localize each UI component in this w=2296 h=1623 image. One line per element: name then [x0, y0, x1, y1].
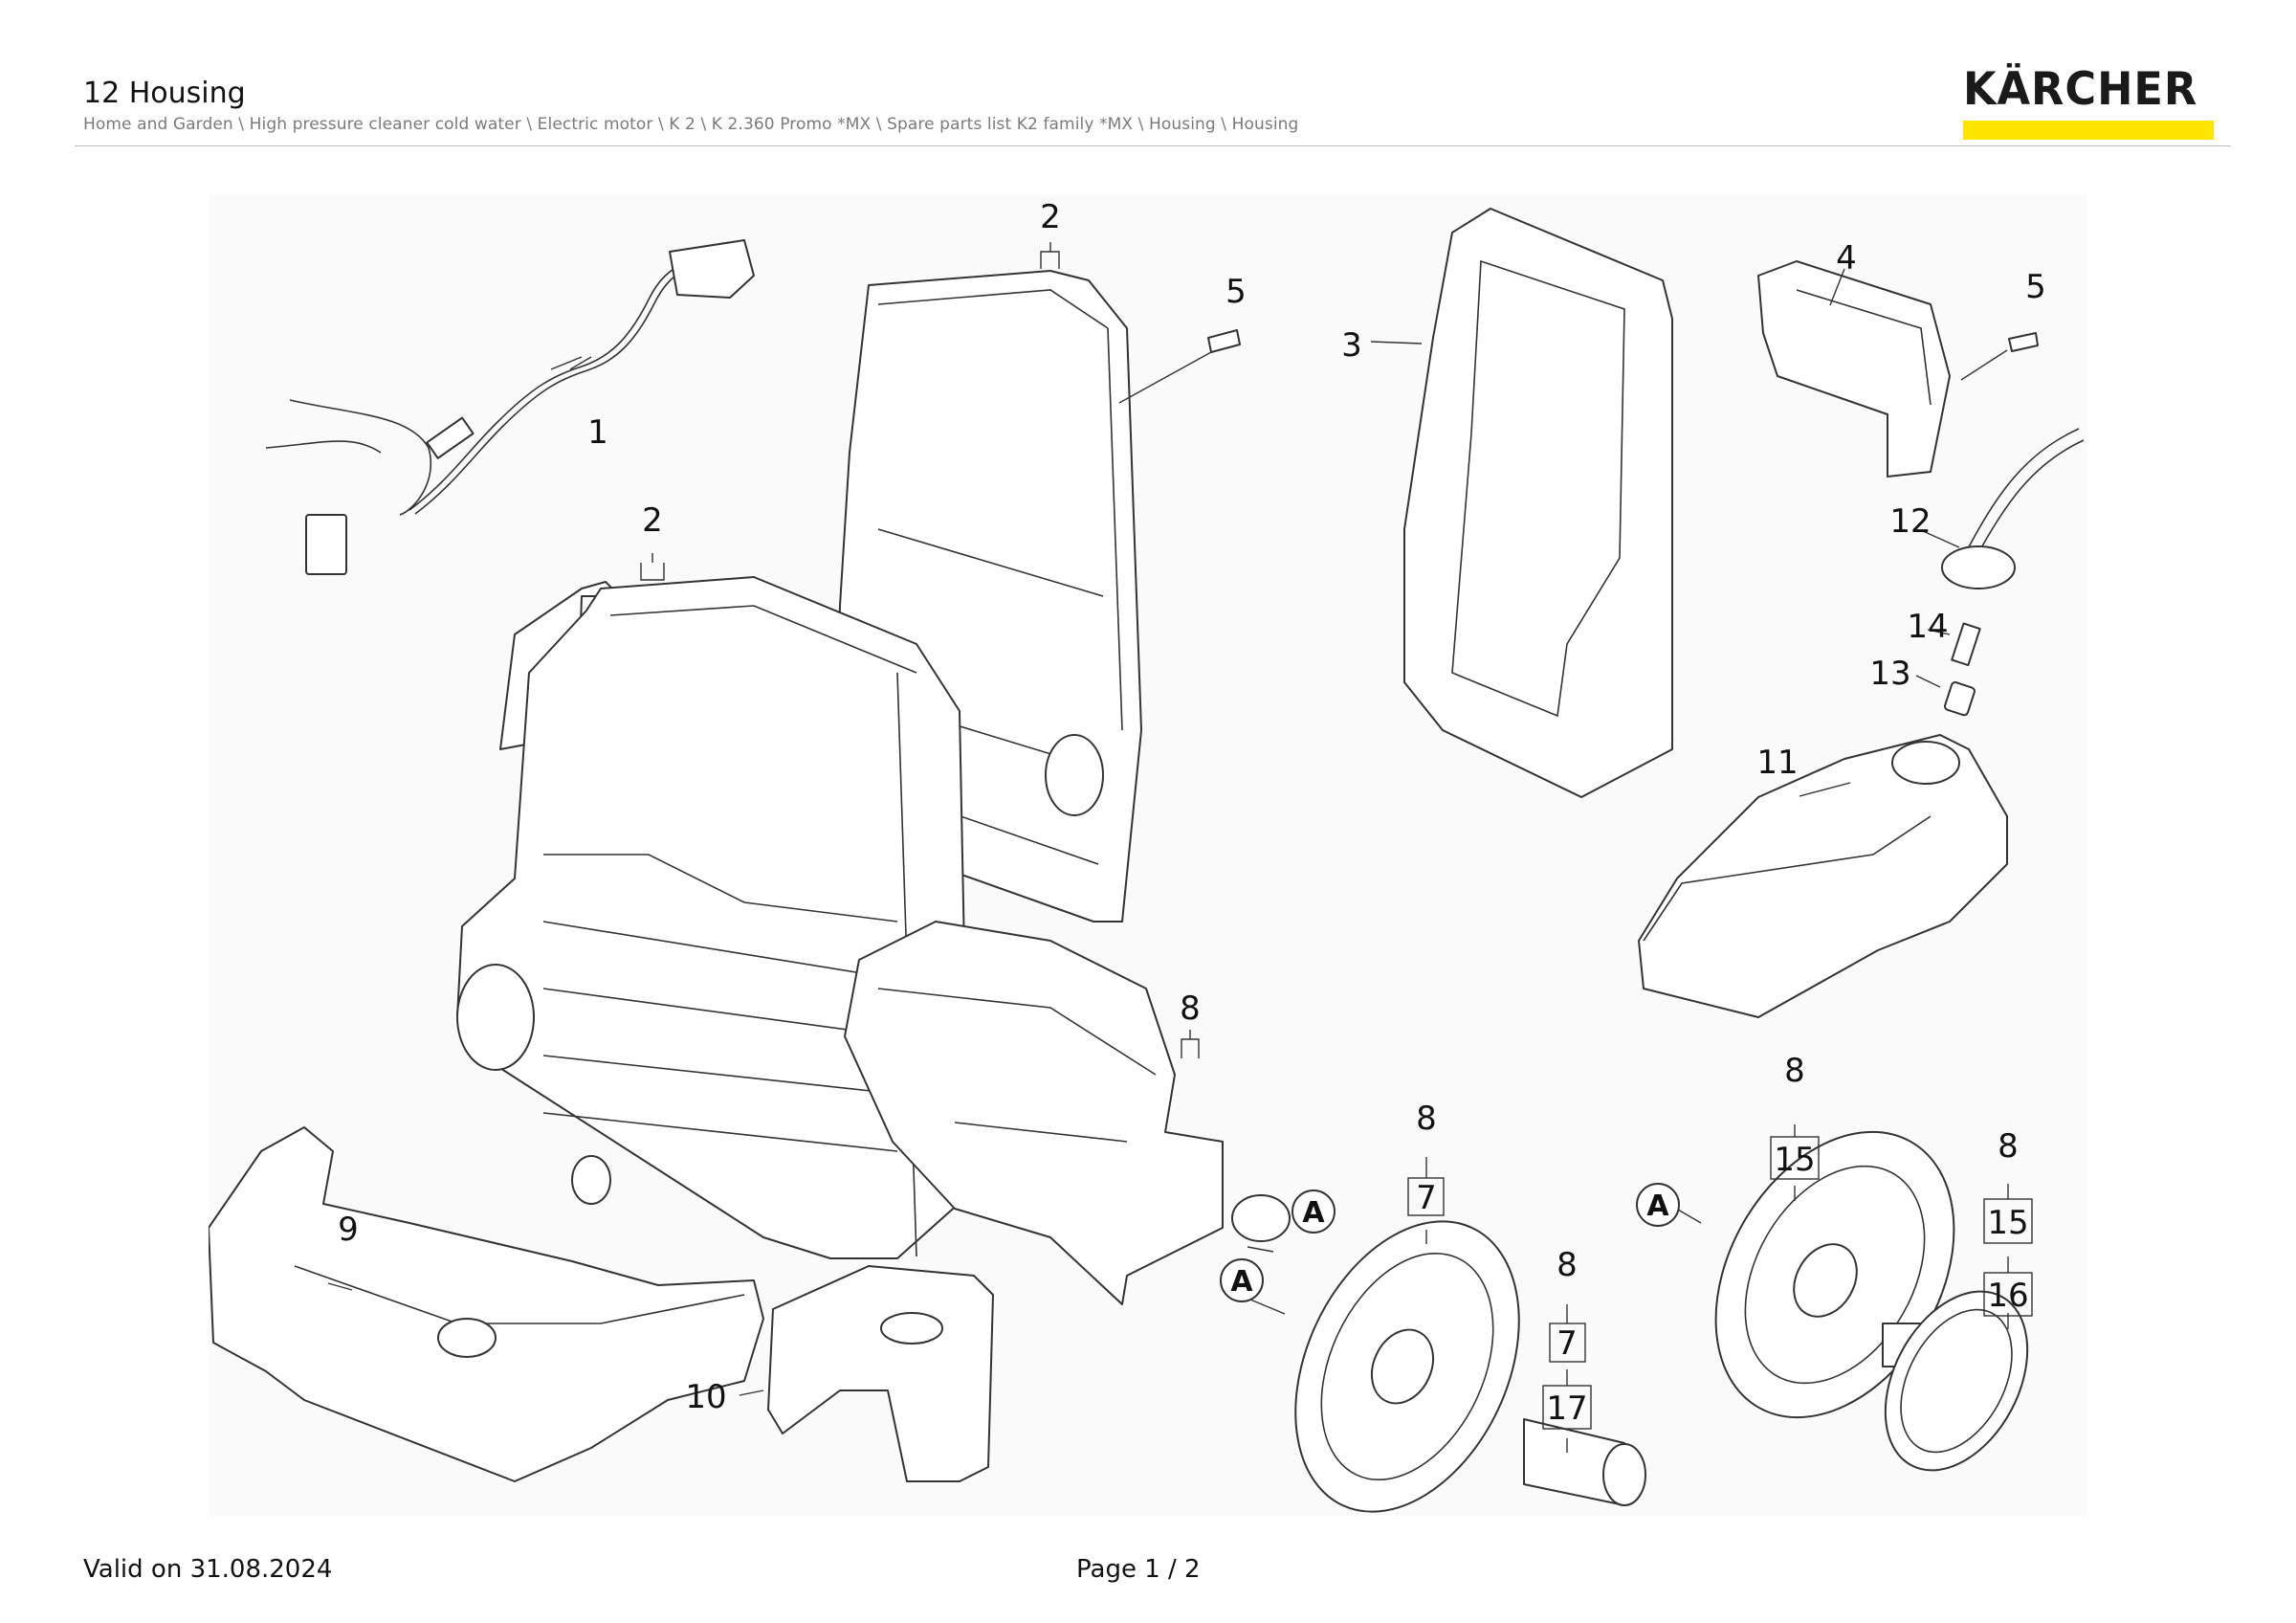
- callout-1: 1: [587, 413, 608, 452]
- marker-a-circle-1: [1292, 1189, 1336, 1234]
- callout-7-wheel: 7: [1416, 1179, 1437, 1217]
- part-8-base: [844, 921, 1291, 1305]
- marker-a-circle-3: [1636, 1183, 1680, 1227]
- callout-16: 16: [1987, 1277, 2028, 1315]
- callout-13: 13: [1869, 655, 1910, 693]
- parts-12-13-14-connector: [1941, 428, 2085, 717]
- callout-numbers: 1 2 2 5 3 4 5 12 14 13 11 8 9 10 8 7 8 7…: [338, 198, 2046, 1428]
- callout-9: 9: [338, 1211, 359, 1249]
- callout-15-hubcap: 15: [1987, 1204, 2028, 1242]
- valid-date: Valid on 31.08.2024: [83, 1555, 333, 1584]
- logo-yellow-bar: [1963, 121, 2214, 140]
- page-title: 12 Housing: [83, 77, 246, 110]
- marker-a-2: A: [1230, 1265, 1253, 1299]
- circled-a-markers: A A A: [1220, 1183, 1680, 1302]
- callout-2-front: 2: [642, 501, 663, 540]
- exploded-parts-drawing: A A A 1 2 2 5 3 4 5 12 14 13 11 8 9 10 8…: [209, 194, 2087, 1517]
- callout-3: 3: [1341, 326, 1362, 365]
- callout-2-top: 2: [1040, 198, 1061, 236]
- callout-7-axle: 7: [1556, 1324, 1578, 1363]
- part-4-handle: [1757, 260, 1951, 478]
- part-2-front-housing: [456, 576, 970, 1259]
- logo-wordmark: KÄRCHER: [1963, 63, 2198, 116]
- callout-15-wheel: 15: [1774, 1141, 1815, 1179]
- part-3-front-panel: [1403, 208, 1673, 798]
- callout-8-hubcap: 8: [1998, 1127, 2019, 1166]
- parts-diagram-svg: A A A 1 2 2 5 3 4 5 12 14 13 11 8 9 10 8…: [209, 198, 2085, 1513]
- marker-a-3: A: [1646, 1189, 1669, 1223]
- callout-11: 11: [1756, 744, 1798, 782]
- callout-8-wheel: 8: [1416, 1100, 1437, 1138]
- callout-8-axle: 8: [1556, 1246, 1578, 1284]
- part-16-hubcap: [1882, 1290, 2029, 1472]
- marker-a-circle-2: [1220, 1258, 1264, 1302]
- header-divider: [75, 145, 2231, 146]
- part-5-screw-right: [1960, 332, 2039, 381]
- part-9-bumper: [209, 1126, 764, 1482]
- callout-10: 10: [685, 1378, 726, 1416]
- part-10-cord-holder: [767, 1265, 994, 1482]
- callout-5-left: 5: [1225, 273, 1247, 311]
- part-17-axle: [1523, 1418, 1646, 1506]
- karcher-logo: KÄRCHER: [1963, 65, 2216, 140]
- callout-5-right: 5: [2025, 268, 2046, 306]
- breadcrumb: Home and Garden \ High pressure cleaner …: [83, 115, 1299, 134]
- callout-12: 12: [1889, 502, 1931, 541]
- part-5-screw: [1118, 329, 1241, 404]
- page-header: 12 Housing Home and Garden \ High pressu…: [83, 75, 2210, 134]
- part-1-cable: [265, 239, 755, 575]
- callout-8-wheel-right: 8: [1784, 1052, 1805, 1090]
- callout-17: 17: [1546, 1390, 1587, 1428]
- page-number: Page 1 / 2: [1076, 1555, 1201, 1584]
- callout-4: 4: [1836, 239, 1857, 278]
- part-11-tank: [1638, 734, 2008, 1018]
- part-7-wheel-left: [1294, 1220, 1520, 1513]
- callout-boxes: [1407, 1136, 2033, 1430]
- marker-a-1: A: [1302, 1196, 1325, 1230]
- callout-14: 14: [1907, 608, 1948, 646]
- callout-8-base: 8: [1180, 989, 1201, 1028]
